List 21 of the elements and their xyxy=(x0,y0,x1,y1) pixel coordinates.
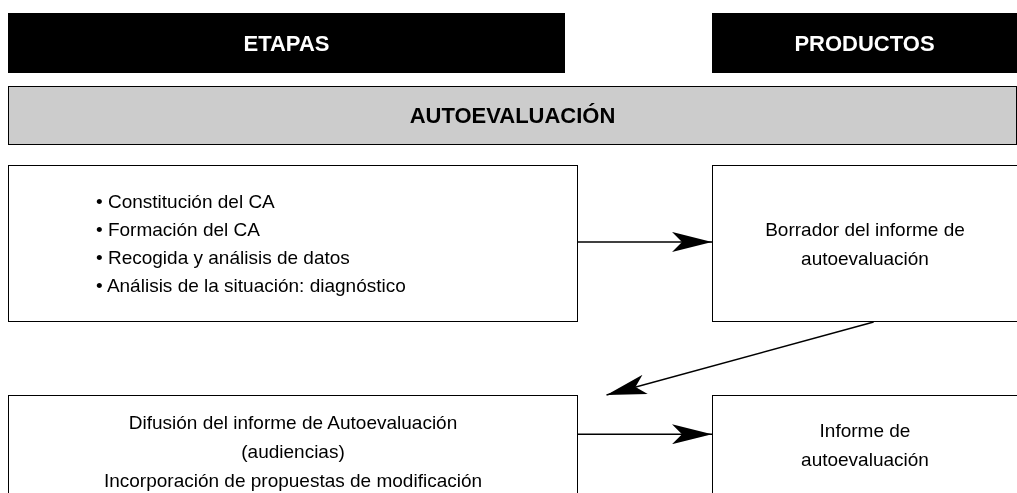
phase-band xyxy=(8,86,1017,145)
product-box xyxy=(712,395,1017,493)
bullet-item: • Constitución del CA xyxy=(96,189,276,214)
node-text: Difusión del informe de Autoevaluación (audiencias) xyxy=(127,411,459,464)
arrow xyxy=(577,231,713,252)
stage-box xyxy=(8,395,578,493)
bullet-item: • Análisis de la situación: diagnóstico xyxy=(96,273,406,298)
stage-box xyxy=(8,165,578,322)
node-text: Informe de autoevaluación xyxy=(800,418,930,472)
column-header xyxy=(8,13,565,73)
bullet-item: • Recogida y análisis de datos xyxy=(96,245,351,270)
node-text: PRODUCTOS xyxy=(794,29,935,58)
product-box xyxy=(712,165,1017,322)
node-text: Incorporación de propuestas de modificación xyxy=(103,469,483,493)
bullet-item: • Formación del CA xyxy=(96,217,261,242)
node-text: AUTOEVALUACIÓN xyxy=(409,102,616,130)
column-header xyxy=(712,13,1017,73)
node-text: ETAPAS xyxy=(243,29,330,58)
arrow xyxy=(605,321,875,396)
arrow xyxy=(577,424,713,445)
node-text: Borrador del informe de autoevaluación xyxy=(764,217,966,271)
